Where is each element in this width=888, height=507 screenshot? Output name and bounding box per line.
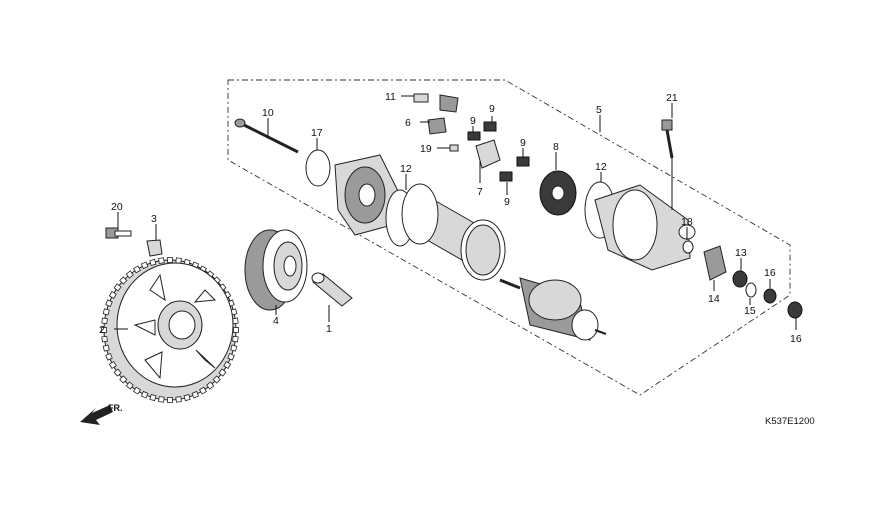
callout-7: 7 — [477, 186, 483, 198]
washer-part — [682, 240, 694, 254]
callout-12-a: 12 — [400, 163, 412, 175]
idle-shaft-part — [311, 272, 353, 307]
gear-tooth — [223, 361, 232, 369]
gear-tooth — [105, 353, 113, 361]
callout-16-b: 16 — [790, 333, 802, 345]
nut-part — [763, 288, 777, 304]
front-cover-part — [334, 154, 401, 236]
gear-tooth — [133, 265, 141, 274]
gear-tooth — [218, 368, 227, 377]
callout-1: 1 — [326, 323, 332, 335]
brush-holder-parts — [413, 93, 530, 182]
callout-13: 13 — [735, 247, 747, 259]
bushing-part — [703, 245, 727, 281]
rear-cover-part — [594, 184, 696, 271]
gear-tooth — [232, 335, 239, 343]
gear-tooth — [133, 386, 141, 395]
front-direction-arrow-icon — [80, 405, 113, 425]
gear-tooth — [206, 381, 215, 390]
callout-6: 6 — [405, 117, 411, 129]
gear-tooth — [149, 258, 157, 266]
leader-lines — [114, 95, 797, 330]
oil-seal-part — [732, 270, 748, 288]
callout-9-a: 9 — [489, 103, 495, 115]
gear-tooth — [101, 327, 107, 333]
gear-tooth — [183, 394, 191, 402]
front-direction-label: FR. — [108, 403, 123, 413]
callout-3: 3 — [151, 213, 157, 225]
bearing-part — [745, 282, 757, 298]
bolt-part — [105, 227, 132, 239]
callout-17: 17 — [311, 127, 323, 139]
damper-part — [539, 170, 577, 216]
o-ring-part — [305, 149, 331, 187]
callout-11: 11 — [385, 91, 396, 103]
callout-18: 18 — [681, 216, 693, 228]
gear-tooth — [105, 299, 113, 307]
callout-2: 2 — [99, 324, 105, 336]
gear-tooth — [233, 327, 239, 333]
setting-plate-part — [146, 239, 163, 257]
driven-gear-part — [101, 257, 239, 403]
callout-8: 8 — [553, 141, 559, 153]
callout-9-b: 9 — [470, 115, 476, 127]
callout-10: 10 — [262, 107, 274, 119]
gear-tooth — [140, 390, 149, 399]
gear-tooth — [119, 375, 128, 384]
gear-tooth — [158, 257, 165, 264]
gear-tooth — [113, 368, 122, 377]
callout-15: 15 — [744, 305, 756, 317]
callout-19: 19 — [420, 143, 432, 155]
callout-14: 14 — [708, 293, 720, 305]
callout-9-c: 9 — [520, 137, 526, 149]
callout-4: 4 — [273, 315, 279, 327]
assembly-boundary — [227, 79, 791, 396]
gear-tooth — [230, 344, 238, 352]
callout-21: 21 — [666, 92, 678, 104]
callout-20: 20 — [111, 201, 123, 213]
idle-gear-part — [244, 229, 308, 311]
gear-tooth — [212, 375, 221, 384]
diagram-code: K537E1200 — [765, 416, 815, 427]
gear-tooth — [125, 270, 134, 279]
gear-tooth — [199, 386, 207, 395]
gear-tooth — [108, 291, 117, 299]
through-bolt-part — [234, 118, 299, 154]
gear-tooth — [102, 344, 110, 352]
callout-5: 5 — [596, 104, 602, 116]
gear-tooth — [119, 276, 128, 285]
nut-part-outer — [787, 301, 803, 319]
gear-tooth — [167, 257, 173, 263]
flange-bolt-part — [661, 119, 674, 159]
gear-tooth — [191, 390, 200, 399]
gear-tooth — [102, 308, 110, 316]
gear-tooth — [101, 335, 108, 343]
gear-tooth — [158, 396, 165, 403]
armature-part — [499, 277, 607, 341]
gear-tooth — [149, 394, 157, 402]
gear-tooth — [108, 361, 117, 369]
callout-12-b: 12 — [595, 161, 607, 173]
gear-tooth — [140, 261, 149, 270]
gear-tooth — [227, 353, 235, 361]
gear-tooth — [175, 396, 182, 403]
gear-tooth — [101, 317, 108, 325]
gear-tooth — [113, 283, 122, 292]
callout-9-d: 9 — [504, 196, 510, 208]
gear-tooth — [167, 397, 173, 403]
gear-tooth — [125, 381, 134, 390]
motor-yoke-part — [401, 183, 506, 281]
callout-16-a: 16 — [764, 267, 776, 279]
